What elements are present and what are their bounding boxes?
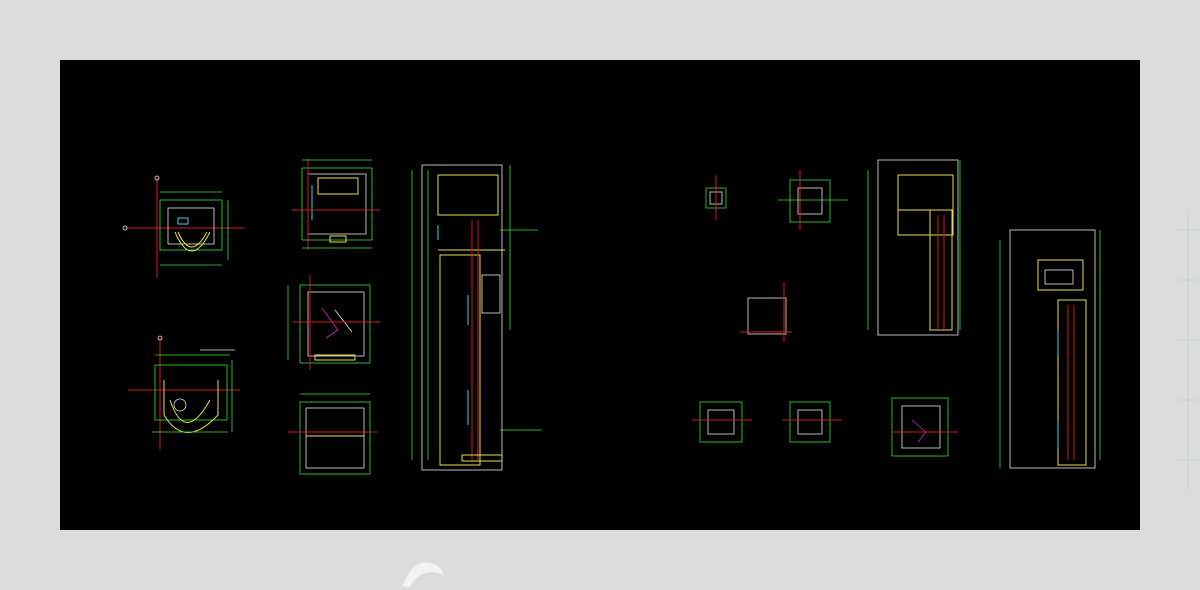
detail-box-3 [740,282,792,342]
floor-plan-round-cabin-lower [128,335,240,450]
detail-tiny-1 [705,175,727,220]
section-tall-right-2 [999,229,1101,469]
shaft-section-left [411,164,542,471]
section-tall-right-1 [867,159,961,336]
floor-plan-square-top [292,158,380,250]
detail-small-2 [778,170,848,230]
watermark-logo-icon [401,561,445,589]
detail-plan-6 [891,397,958,457]
detail-plan-4 [692,401,752,443]
floor-plan-round-cabin-upper [122,175,245,278]
detail-plan-5 [782,401,842,443]
cad-drawing: .g{stroke:#30e830;fill:none;stroke-width… [122,158,1101,475]
floor-plan-square-middle [287,275,380,370]
cad-drawing-canvas: .g{stroke:#30e830;fill:none;stroke-width… [60,60,1140,530]
ghost-drawing-fragment [1178,210,1198,490]
floor-plan-simple-rect [288,393,378,475]
